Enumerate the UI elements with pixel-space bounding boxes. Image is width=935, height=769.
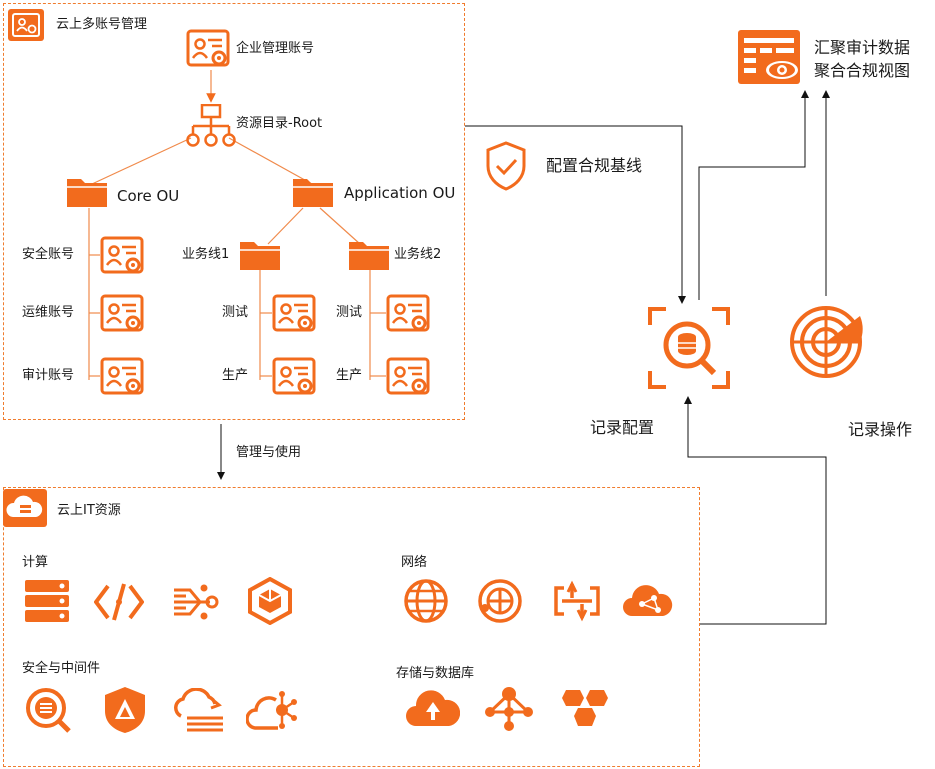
honeycomb-storage-icon xyxy=(560,686,610,734)
test-account-1-icon xyxy=(272,294,318,338)
prod-account-2-icon xyxy=(386,357,432,401)
shield-check-icon xyxy=(484,140,528,196)
audit-account-label: 审计账号 xyxy=(22,368,75,383)
org-tree-icon xyxy=(186,103,236,154)
cube-cluster-icon xyxy=(248,576,292,629)
security-shield-icon xyxy=(101,685,149,739)
aggregate-line-1: 汇聚审计数据 xyxy=(814,38,911,57)
security-account-icon xyxy=(100,236,146,280)
root-label: 资源目录-Root xyxy=(236,116,323,131)
function-compute-icon xyxy=(93,580,145,628)
distributed-db-icon xyxy=(484,686,534,736)
network-label: 网络 xyxy=(401,555,428,570)
globe-icon xyxy=(403,578,449,628)
security-account-label: 安全账号 xyxy=(22,247,75,262)
cloud-sync-icon xyxy=(173,687,225,736)
load-balancer-icon xyxy=(552,580,602,626)
core-ou-folder-icon xyxy=(67,175,107,211)
storage-db-label: 存储与数据库 xyxy=(396,666,475,681)
business-line-2-label: 业务线2 xyxy=(394,247,442,262)
ops-account-icon xyxy=(100,294,146,338)
it-resources-group xyxy=(3,487,700,767)
multi-account-group xyxy=(3,3,465,420)
network-gateway-icon xyxy=(477,578,523,628)
account-settings-icon xyxy=(8,9,44,45)
prod-2-label: 生产 xyxy=(336,368,363,383)
search-log-icon xyxy=(25,687,73,739)
radar-icon xyxy=(788,304,864,384)
record-ops-label: 记录操作 xyxy=(848,420,913,439)
audit-account-icon xyxy=(100,357,146,401)
record-config-label: 记录配置 xyxy=(590,418,655,437)
business-line-2-folder-icon xyxy=(349,238,389,274)
container-flow-icon xyxy=(172,580,220,628)
enterprise-account-icon xyxy=(186,29,232,73)
compute-label: 计算 xyxy=(22,555,49,570)
cloud-hub-icon xyxy=(245,688,298,736)
compliance-baseline-label: 配置合规基线 xyxy=(546,156,643,175)
server-icon xyxy=(25,580,69,626)
security-middleware-label: 安全与中间件 xyxy=(22,661,101,676)
test-account-2-icon xyxy=(386,294,432,338)
application-ou-folder-icon xyxy=(293,175,333,211)
cloud-storage-icon xyxy=(3,489,47,531)
prod-account-1-icon xyxy=(272,357,318,401)
core-ou-label: Core OU xyxy=(117,187,180,205)
multi-account-title: 云上多账号管理 xyxy=(56,17,148,32)
cloud-network-icon xyxy=(622,582,674,624)
it-resources-title: 云上IT资源 xyxy=(57,503,121,518)
aggregate-line-2: 聚合合规视图 xyxy=(814,61,911,80)
application-ou-label: Application OU xyxy=(344,184,456,202)
config-scan-icon xyxy=(648,307,730,393)
audit-dashboard-icon xyxy=(736,28,802,90)
enterprise-account-label: 企业管理账号 xyxy=(236,41,315,56)
prod-1-label: 生产 xyxy=(222,368,249,383)
test-1-label: 测试 xyxy=(222,305,249,320)
manage-use-label: 管理与使用 xyxy=(236,445,302,460)
cloud-upload-icon xyxy=(406,688,461,732)
test-2-label: 测试 xyxy=(336,305,363,320)
business-line-1-folder-icon xyxy=(240,238,280,274)
ops-account-label: 运维账号 xyxy=(22,305,75,320)
business-line-1-label: 业务线1 xyxy=(182,247,230,262)
